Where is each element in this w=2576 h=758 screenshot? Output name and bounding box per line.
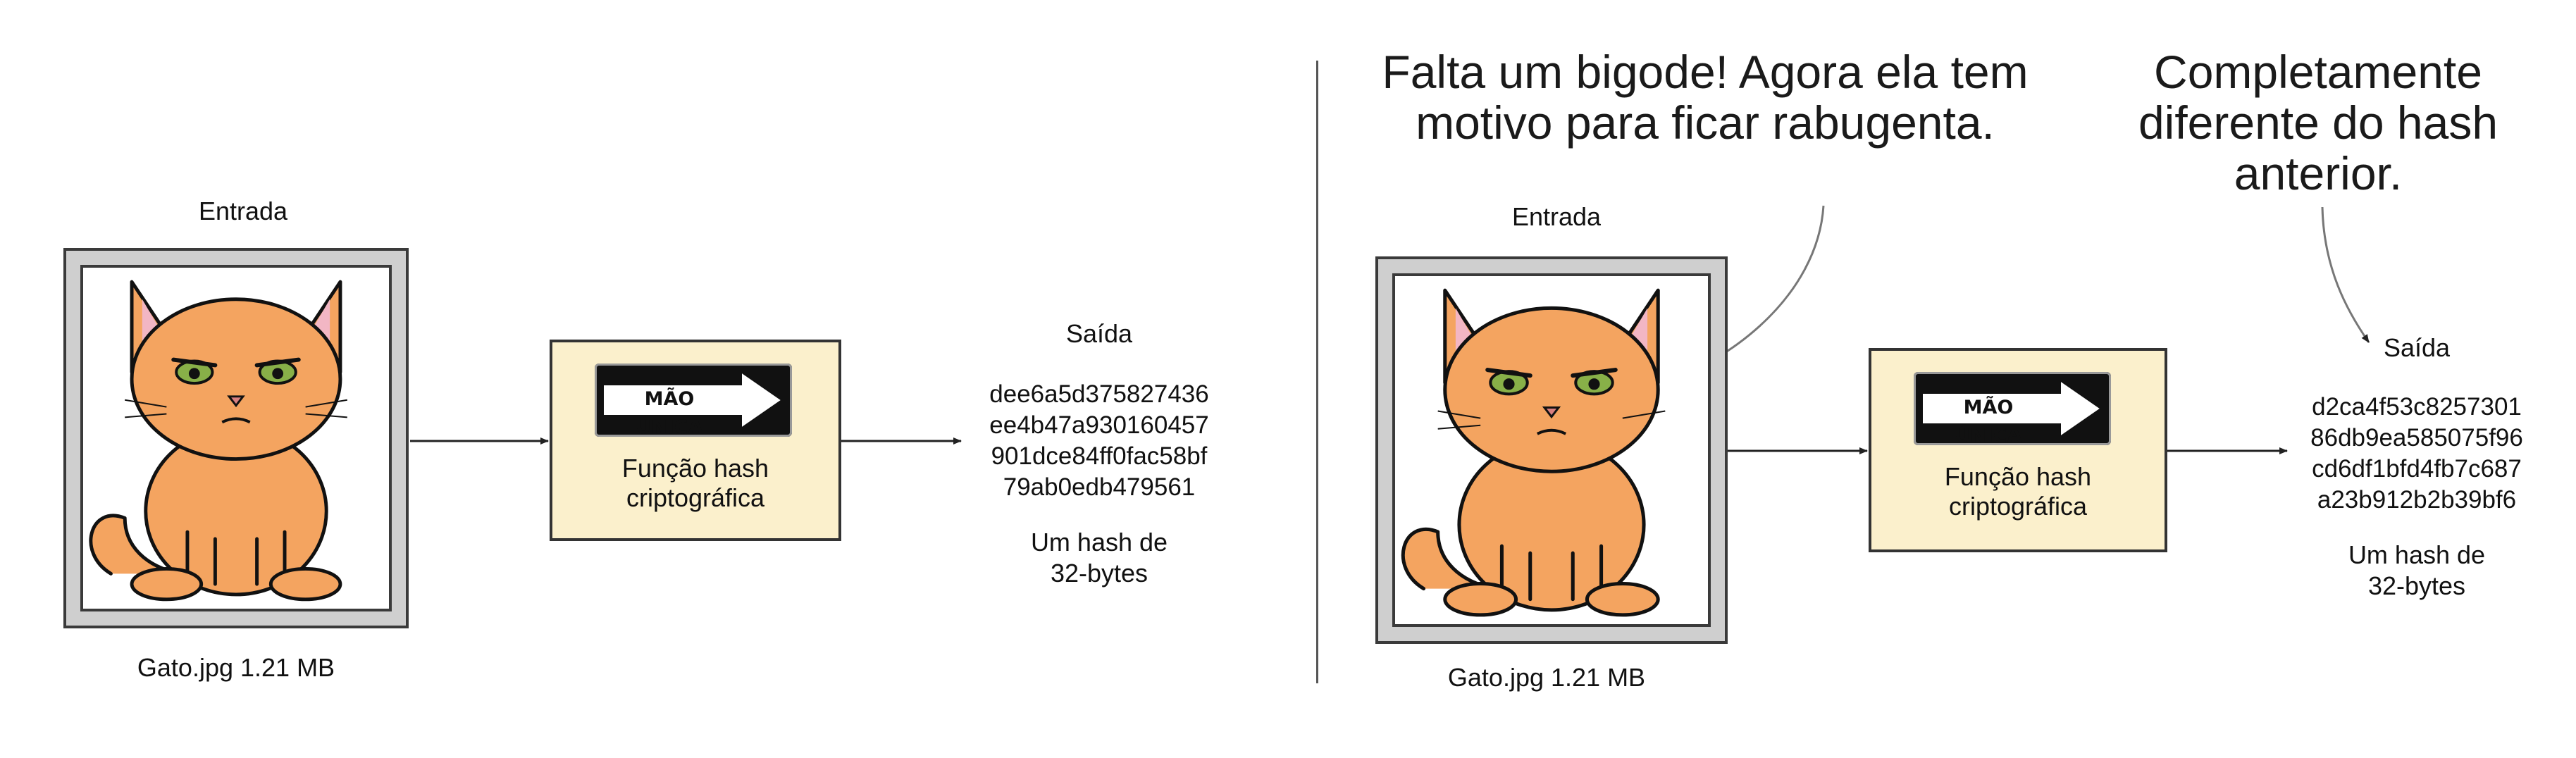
grumpy-cat-icon (89, 280, 347, 602)
input-label: Entrada (198, 197, 288, 225)
input-image-frame (63, 248, 409, 628)
output-label-right: Saída (2383, 333, 2451, 362)
one-way-sign-icon: MÃO ÚNICA (1914, 372, 2111, 447)
file-caption-right: Gato.jpg 1.21 MB (1447, 663, 1646, 692)
grumpy-cat-icon (1401, 288, 1666, 617)
panel-divider (1316, 61, 1318, 683)
file-caption: Gato.jpg 1.21 MB (137, 653, 335, 682)
function-label-right: Função hash criptográfica (1944, 462, 2092, 521)
callout-different-hash: Completamente diferente do hash anterior… (2138, 46, 2498, 199)
hash-value-right: d2ca4f53c8257301 86db9ea585075f96 cd6df1… (2310, 393, 2523, 514)
one-way-sign-text: MÃO ÚNICA (636, 388, 703, 438)
input-label-right: Entrada (1511, 202, 1602, 231)
function-label: Função hash criptográfica (621, 454, 769, 512)
hash-size-label: Um hash de 32-bytes (1030, 528, 1168, 588)
hash-size-label-right: Um hash de 32-bytes (2348, 540, 2486, 600)
input-image-right (1392, 273, 1711, 627)
input-image-frame-right (1375, 256, 1728, 644)
input-image (80, 265, 392, 611)
callout-pointer-hash (2321, 206, 2370, 343)
hash-value: dee6a5d375827436 ee4b47a930160457 901dce… (989, 380, 1209, 501)
output-label: Saída (1065, 319, 1133, 348)
callout-missing-whisker: Falta um bigode! Agora ela tem motivo pa… (1382, 46, 2029, 149)
one-way-sign-text: MÃO ÚNICA (1955, 397, 2022, 447)
one-way-sign-icon: MÃO ÚNICA (595, 364, 792, 438)
hash-function-box: MÃO ÚNICA Função hash criptográfica (550, 340, 841, 541)
hash-function-box-right: MÃO ÚNICA Função hash criptográfica (1869, 348, 2167, 552)
